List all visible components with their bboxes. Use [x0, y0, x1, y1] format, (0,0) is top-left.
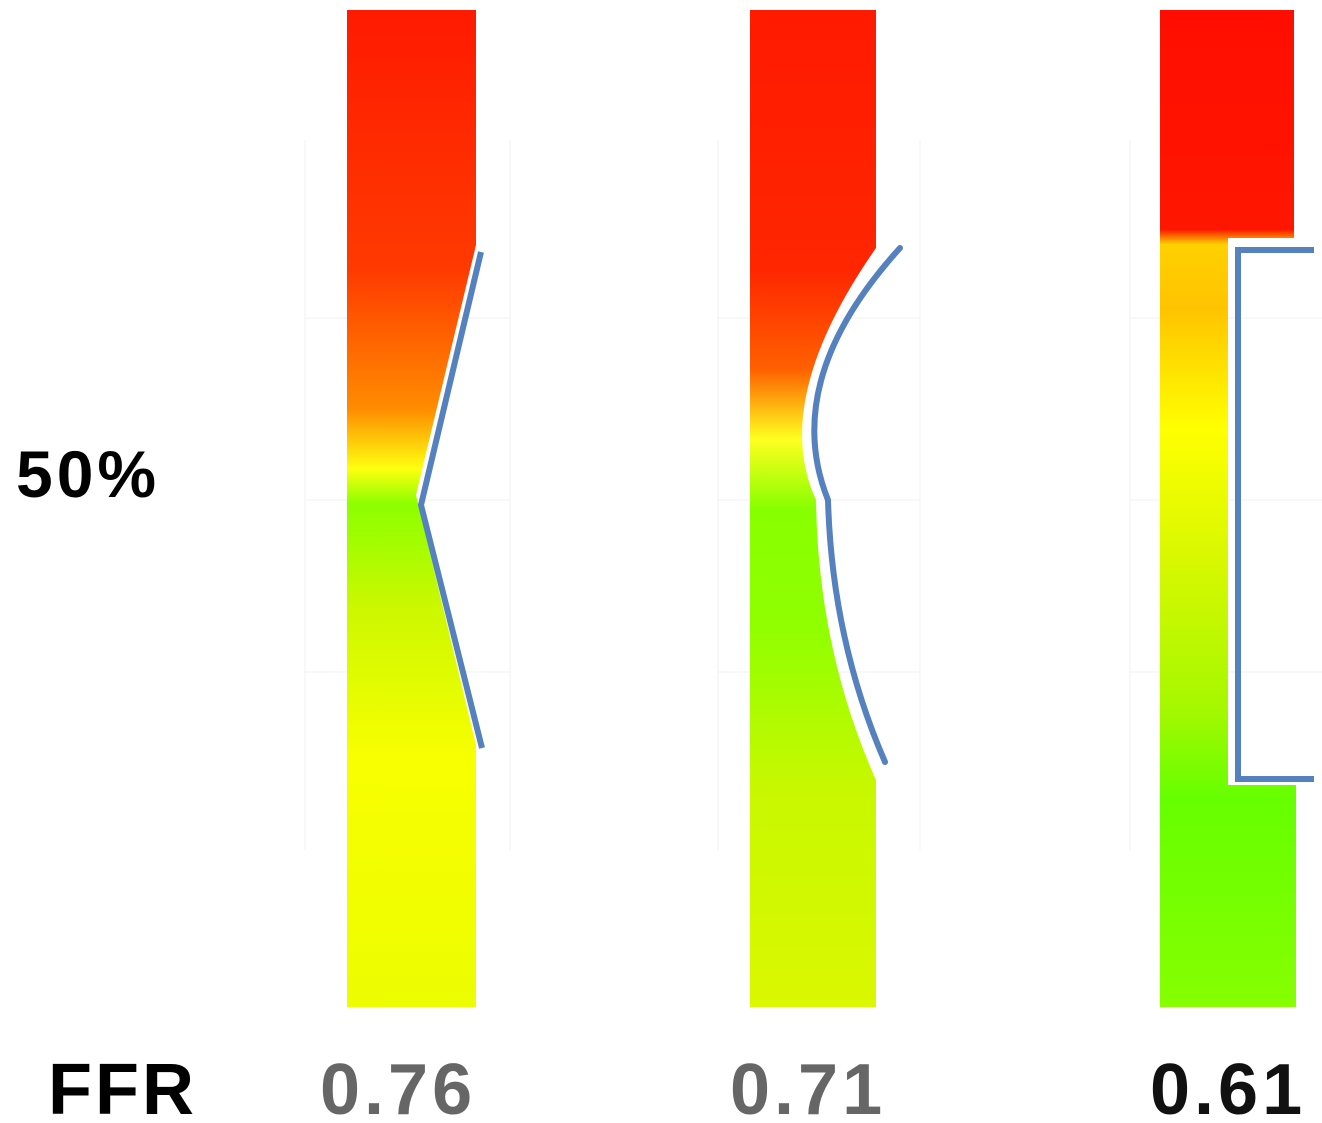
vessel-rectangular: [1160, 10, 1296, 1007]
stenosis-outline-rectangular: [1235, 247, 1314, 782]
stenosis-outline-curved: [811, 245, 903, 765]
stenosis-percent-label: 50%: [16, 437, 160, 511]
ffr-row-label: FFR: [48, 1050, 197, 1123]
vessel-curved: [750, 10, 876, 1007]
stenosis-outline-v-shape: [417, 251, 485, 749]
ffr-value-v-shape: 0.76: [320, 1050, 476, 1123]
vessel-v-shape: [347, 10, 476, 1007]
ffr-value-rectangular: 0.61: [1150, 1050, 1306, 1123]
ffr-value-curved: 0.71: [730, 1050, 886, 1123]
